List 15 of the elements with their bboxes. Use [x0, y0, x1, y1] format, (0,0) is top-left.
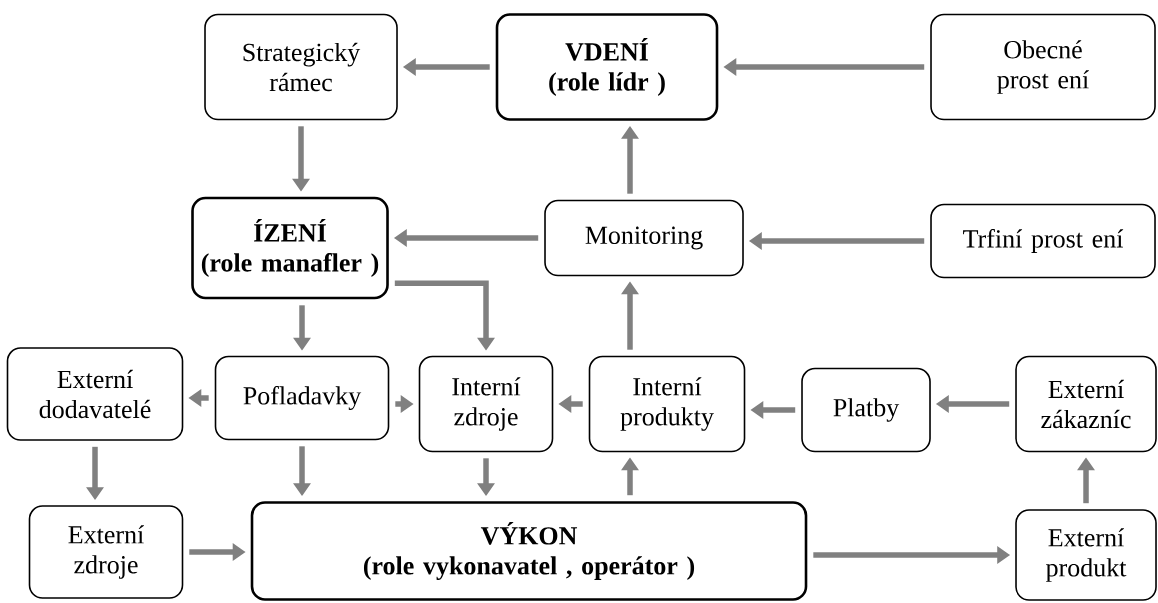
process-box: ÍZENÍ (role manafler ) [191, 196, 389, 300]
process-box: Externí dodavatelé [6, 347, 184, 441]
process-box: Externí zdroje [28, 505, 184, 599]
process-box: Interní produkty [588, 355, 746, 453]
process-box: VDENÍ (role lídr ) [495, 13, 719, 121]
process-box: Monitoring [544, 199, 744, 277]
process-box: Interní zdroje [418, 355, 554, 453]
process-box: Platby [801, 367, 931, 453]
process-box: VÝKON (role vykonavatel , operátor ) [250, 501, 808, 601]
process-box: Strategický rámec [204, 13, 398, 121]
process-box: Obecné prost ení [930, 13, 1156, 121]
process-box: Pofladavky [214, 355, 390, 441]
process-box: Externí produkt [1015, 509, 1157, 601]
process-box: Trfiní prost ení [930, 203, 1156, 279]
process-box: Externí zákazníc [1015, 355, 1157, 453]
